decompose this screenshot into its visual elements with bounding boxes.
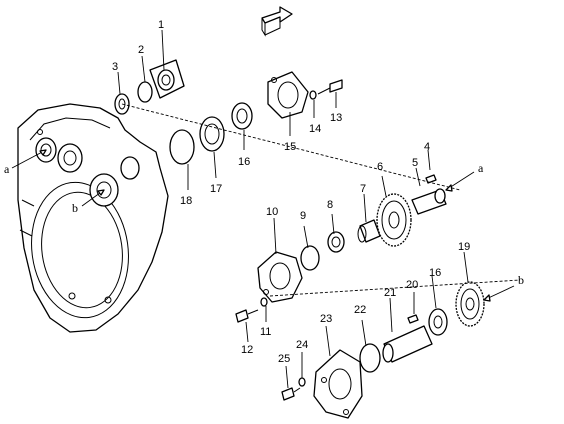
- callout-16-lower: 16: [429, 267, 441, 279]
- callout-17: 17: [210, 183, 222, 195]
- upper-axis-line: [121, 103, 461, 191]
- part-4-key: [425, 174, 437, 184]
- part-9-o-ring: [300, 245, 320, 271]
- callout-24: 24: [296, 339, 308, 351]
- part-17-sleeve: [199, 116, 225, 152]
- callout-6: 6: [377, 161, 383, 173]
- part-1-flange-cover: [149, 59, 185, 99]
- callout-14: 14: [309, 123, 321, 135]
- callout-16-upper: 16: [238, 156, 250, 168]
- ref-label-b-inner: b: [72, 201, 78, 215]
- callout-20: 20: [406, 279, 418, 291]
- part-10-cover: [257, 251, 303, 303]
- part-23-cover-lower: [313, 349, 363, 419]
- part-5-shaft: [411, 188, 447, 215]
- part-19-gear: [455, 281, 485, 327]
- ref-arrow-a-left: [11, 149, 47, 169]
- callout-25: 25: [278, 353, 290, 365]
- ref-label-a-right: a: [478, 161, 484, 175]
- callout-12-upper: 12: [241, 344, 253, 356]
- callout-22: 22: [354, 304, 366, 316]
- part-25-bolt: [281, 387, 301, 401]
- orientation-arrow-icon: [261, 6, 293, 37]
- ref-arrow-b-right: [483, 285, 515, 302]
- callout-8: 8: [327, 199, 333, 211]
- part-16-bearing-upper: [231, 102, 253, 130]
- callout-10: 10: [266, 206, 278, 218]
- callout-13: 13: [330, 112, 342, 124]
- callout-9: 9: [300, 210, 306, 222]
- part-2-o-ring: [137, 81, 153, 103]
- callout-23: 23: [320, 313, 332, 325]
- callout-18: 18: [180, 195, 192, 207]
- callout-4: 4: [424, 141, 430, 153]
- part-6-gear: [376, 193, 412, 247]
- part-21-shaft: [382, 325, 433, 363]
- lower-axis-line: [269, 279, 521, 297]
- callout-15: 15: [284, 141, 296, 153]
- callout-7: 7: [360, 183, 366, 195]
- callout-3: 3: [112, 61, 118, 73]
- part-12-bolt-upper: [235, 309, 259, 323]
- ref-label-a-left: a: [4, 162, 10, 176]
- part-15-bearing-cover: [267, 71, 309, 119]
- ref-label-b-right: b: [518, 273, 524, 287]
- part-14-washer: [309, 90, 317, 100]
- part-24-washer: [298, 377, 306, 387]
- callout-1: 1: [158, 19, 164, 31]
- part-8-bearing: [327, 231, 345, 253]
- callout-2: 2: [138, 44, 144, 56]
- ref-arrow-a-right: [445, 171, 475, 192]
- ref-arrow-b-inner: [81, 189, 105, 207]
- part-20-key: [407, 314, 419, 324]
- callout-5: 5: [412, 157, 418, 169]
- part-16-bearing-lower: [428, 308, 448, 336]
- callout-19: 19: [458, 241, 470, 253]
- callout-21: 21: [384, 287, 396, 299]
- part-13-bolt: [317, 79, 343, 95]
- gear-housing: [17, 103, 169, 333]
- part-11-washer: [260, 297, 268, 307]
- leader-lines: [117, 29, 469, 389]
- part-22-o-ring: [359, 343, 381, 373]
- callout-11: 11: [260, 326, 271, 338]
- part-18-o-ring: [169, 129, 195, 165]
